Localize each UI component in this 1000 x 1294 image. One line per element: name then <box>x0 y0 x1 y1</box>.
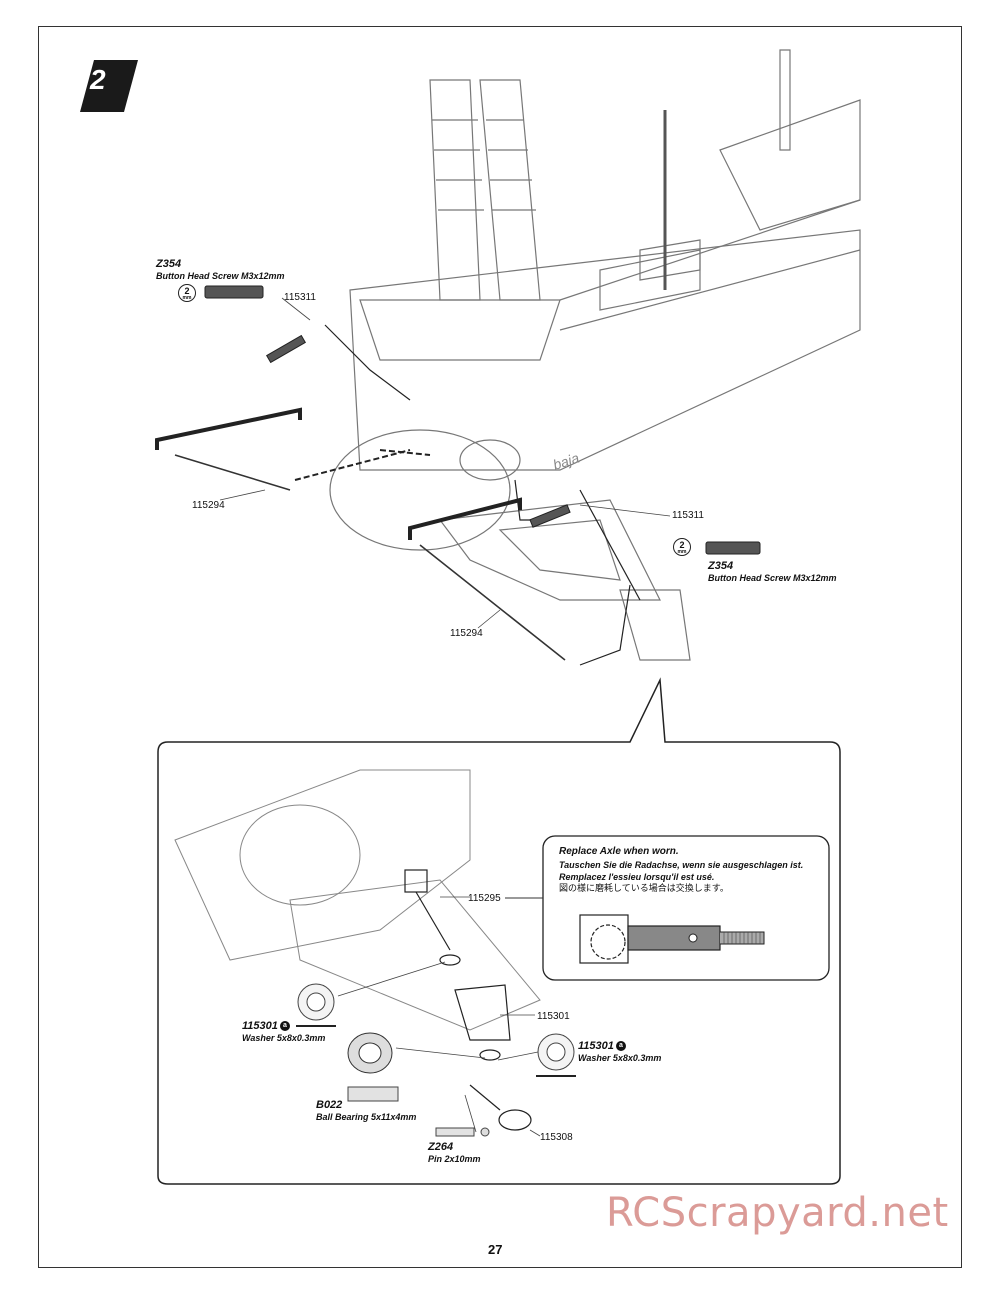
brand-decal: baja <box>551 449 581 472</box>
detail-bearing-insert <box>498 1109 532 1131</box>
page-frame <box>38 26 962 1268</box>
ball-bearing <box>347 1032 399 1102</box>
top-screw-code: Z354 <box>156 258 182 270</box>
note-de: Tauschen Sie die Radachse, wenn sie ausg… <box>559 860 804 870</box>
detail-gearbox <box>239 804 361 906</box>
bearing-desc: Ball Bearing 5x11x4mm <box>316 1112 417 1122</box>
shock-left <box>429 79 481 301</box>
detail-chassis <box>174 769 471 961</box>
screw-z354-right <box>705 541 761 555</box>
lower-arm <box>438 499 661 601</box>
shock-tower <box>359 299 561 361</box>
part-label-115294-center: 115294 <box>450 628 483 639</box>
pin-code: Z264 <box>428 1141 454 1153</box>
wear-highlight <box>590 924 626 960</box>
pin <box>435 1127 490 1137</box>
screw-z354-top <box>204 285 264 299</box>
note-en: Replace Axle when worn. <box>559 846 679 857</box>
detail-hub-carrier <box>454 984 511 1041</box>
right-screw-code: Z354 <box>708 560 734 572</box>
bearing-code: B022 <box>316 1099 343 1111</box>
guide-band-left <box>155 407 302 450</box>
part-label-115311-right: 115311 <box>672 510 704 521</box>
part-label-115311-top: 115311 <box>284 292 316 303</box>
step-badge <box>80 60 138 112</box>
detail-axle-shaft <box>415 891 451 951</box>
part-label-115301: 115301 <box>537 1011 570 1022</box>
pin-desc: Pin 2x10mm <box>428 1154 481 1164</box>
page-number: 27 <box>488 1242 503 1257</box>
hub-carrier <box>619 589 691 661</box>
note-ja: 図の様に磨耗している場合は交換します。 <box>559 884 729 894</box>
washer-left-desc: Washer 5x8x0.3mm <box>242 1033 326 1043</box>
driveshaft-right <box>419 544 566 661</box>
part-label-115295: 115295 <box>468 893 501 904</box>
detail-box <box>157 677 841 1185</box>
shock-right <box>479 79 541 301</box>
part-label-115308: 115308 <box>540 1132 573 1143</box>
axle-illustration <box>579 914 765 964</box>
watermark: RCScrapyard.net <box>606 1190 949 1236</box>
washer-right <box>536 1033 576 1077</box>
right-screw-desc: Button Head Screw M3x12mm <box>708 573 837 583</box>
battery-box <box>599 249 701 311</box>
front-suspension <box>719 99 861 231</box>
gearbox <box>329 429 511 551</box>
washer-right-desc: Washer 5x8x0.3mm <box>578 1053 662 1063</box>
note-fr: Remplacez l'essieu lorsqu'il est usé. <box>559 872 715 882</box>
chassis-plate <box>349 229 861 471</box>
washer-left <box>296 983 336 1027</box>
guide-band-right <box>408 497 522 540</box>
driveshaft-left <box>174 454 291 491</box>
part-label-115294-left: 115294 <box>192 500 225 511</box>
step-number: 2 <box>90 64 106 95</box>
top-screw-desc: Button Head Screw M3x12mm <box>156 271 285 281</box>
